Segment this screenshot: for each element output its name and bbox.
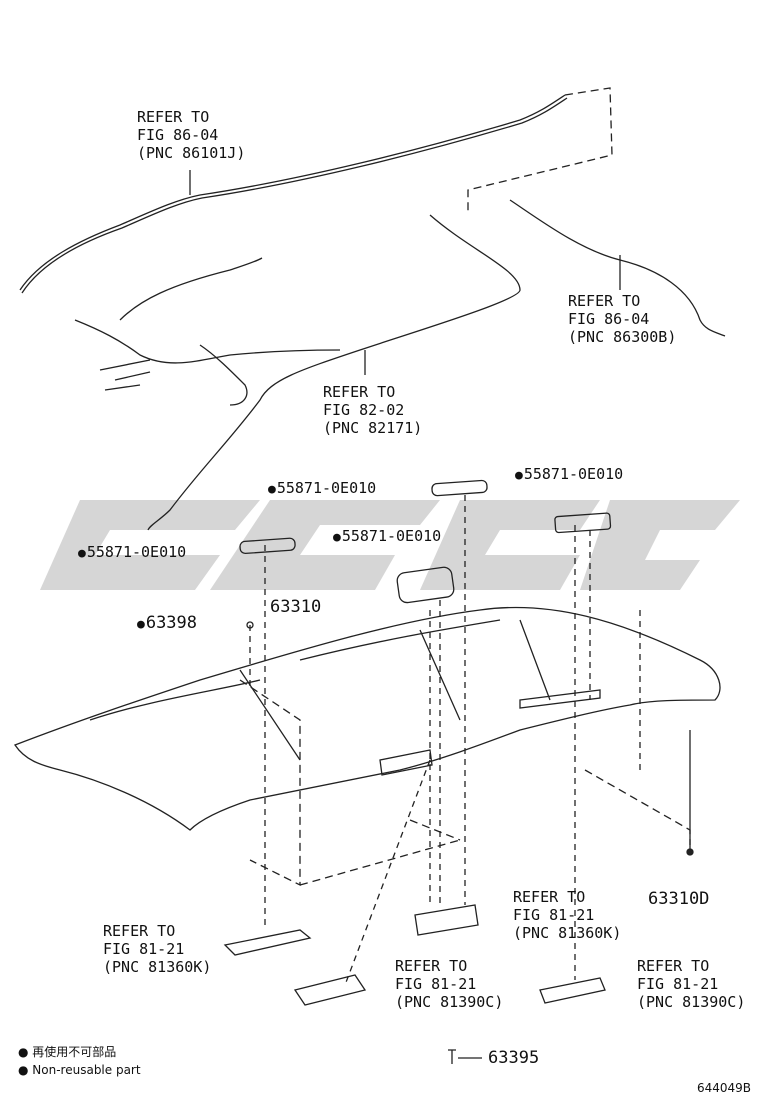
legend-bullet-icon: ●: [18, 1063, 33, 1077]
legend-chinese: ● 再使用不可部品: [18, 1044, 116, 1060]
callout-line: (PNC 81390C): [395, 993, 504, 1011]
callout-lamp-right: REFER TO FIG 81-21 (PNC 81390C): [637, 957, 745, 1011]
callout-wire-roof-left: REFER TO FIG 86-04 (PNC 86101J): [137, 108, 245, 162]
callout-wire-roof-right: REFER TO FIG 86-04 (PNC 86300B): [568, 292, 676, 346]
callout-line: FIG 81-21: [637, 975, 719, 993]
callout-line: FIG 82-02: [323, 401, 405, 419]
callout-line: (PNC 86101J): [137, 144, 246, 162]
lamp-center: [293, 974, 367, 1006]
callout-lamp-center: REFER TO FIG 81-21 (PNC 81390C): [395, 957, 503, 1011]
callout-line: REFER TO: [137, 108, 210, 126]
figure-code: 644049B: [697, 1081, 752, 1095]
callout-line: (PNC 82171): [323, 419, 423, 437]
callout-line: REFER TO: [513, 888, 586, 906]
part-label-bracket-top-right: 55871-0E010: [515, 465, 623, 485]
bracket-left: [239, 537, 296, 555]
callout-line: FIG 86-04: [568, 310, 650, 328]
headliner-outline: [14, 606, 721, 831]
screw-part: [448, 1049, 456, 1064]
callout-line: REFER TO: [323, 383, 396, 401]
callout-line: FIG 81-21: [395, 975, 477, 993]
callout-line: (PNC 81390C): [637, 993, 746, 1011]
callout-line: (PNC 81360K): [513, 924, 622, 942]
legend-chinese-text: 再使用不可部品: [32, 1045, 117, 1059]
bracket-middle: [396, 566, 455, 604]
callout-line: FIG 81-21: [103, 940, 185, 958]
legend-bullet-icon: ●: [18, 1045, 33, 1059]
callout-line: FIG 86-04: [137, 126, 219, 144]
part-label-headliner-d: 63310D: [648, 889, 710, 909]
part-label-screw: 63395: [488, 1048, 540, 1068]
part-label-bracket-top-center: 55871-0E010: [268, 479, 376, 499]
bracket-top-right: [554, 512, 612, 534]
callout-lamp-left: REFER TO FIG 81-21 (PNC 81360K): [103, 922, 211, 976]
bracket-top-center: [431, 479, 488, 497]
callout-line: REFER TO: [103, 922, 176, 940]
callout-line: REFER TO: [637, 957, 710, 975]
callout-wire-center: REFER TO FIG 82-02 (PNC 82171): [323, 383, 422, 437]
part-label-bracket-middle: 55871-0E010: [333, 527, 441, 547]
callout-line: (PNC 81360K): [103, 958, 212, 976]
callout-line: REFER TO: [395, 957, 468, 975]
roof-wire-harness: [19, 94, 566, 291]
part-label-clip: 63398: [137, 613, 197, 635]
lamp-center-right: [414, 904, 479, 936]
callout-line: REFER TO: [568, 292, 641, 310]
callout-line: (PNC 86300B): [568, 328, 677, 346]
part-label-headliner: 63310: [270, 597, 322, 617]
lamp-right: [539, 977, 606, 1004]
callout-line: FIG 81-21: [513, 906, 595, 924]
callout-lamp-center-right: REFER TO FIG 81-21 (PNC 81360K): [513, 888, 621, 942]
legend-english-text: Non-reusable part: [32, 1063, 141, 1077]
legend-english: ● Non-reusable part: [18, 1062, 141, 1078]
lamp-left: [223, 929, 312, 956]
part-label-bracket-left: 55871-0E010: [78, 543, 186, 563]
